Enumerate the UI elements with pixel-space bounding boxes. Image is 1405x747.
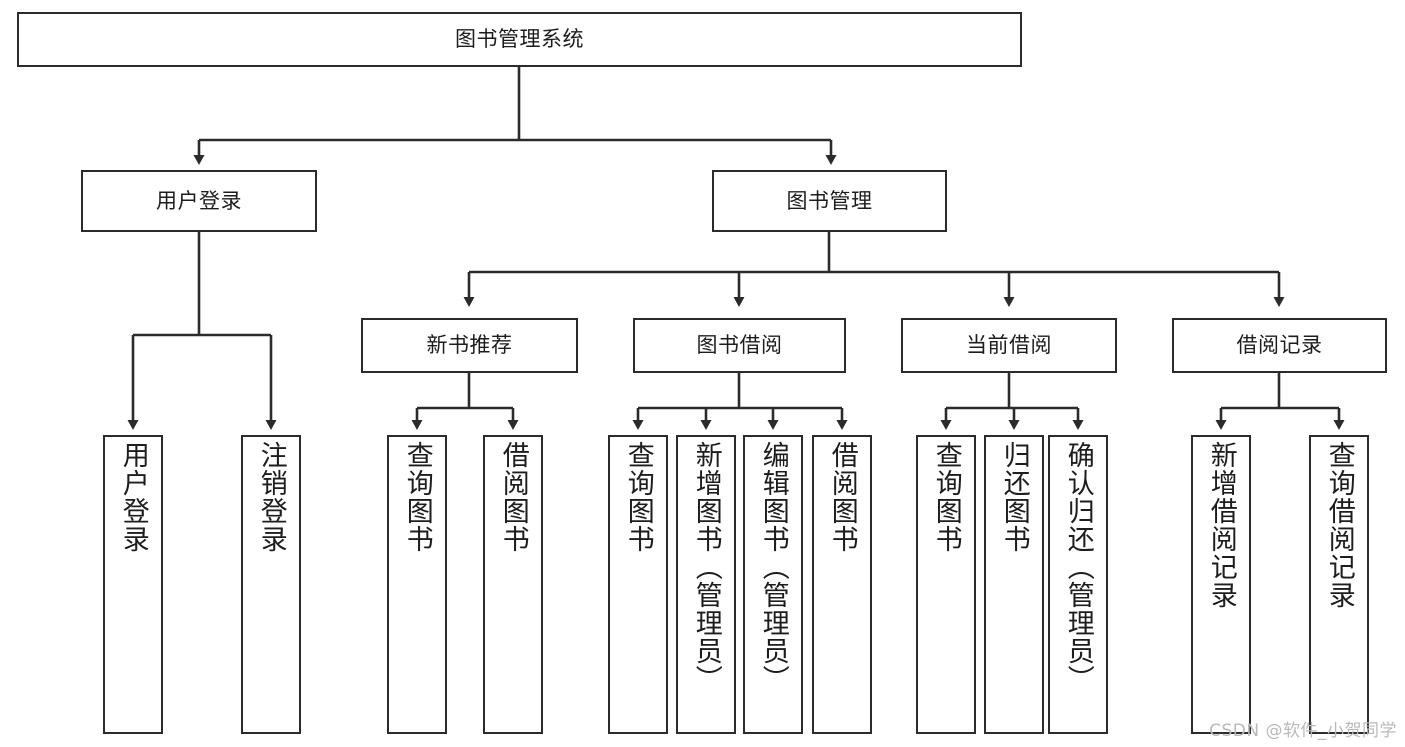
node-label: 借阅记录 — [1236, 333, 1323, 357]
node-label: 新增借阅记录 — [1205, 441, 1237, 609]
node-label: 借阅图书 — [497, 441, 529, 553]
node-label: 新增图书（管理员） — [690, 441, 722, 693]
leaf-query-books-current[interactable]: 查询图书 — [916, 435, 976, 734]
node-label: 用户登录 — [117, 441, 149, 553]
leaf-return-books[interactable]: 归还图书 — [984, 435, 1044, 734]
leaf-borrow-books[interactable]: 借阅图书 — [812, 435, 872, 734]
node-label: 查询图书 — [930, 441, 962, 553]
leaf-edit-book-admin[interactable]: 编辑图书（管理员） — [743, 435, 803, 734]
leaf-query-books-borrow[interactable]: 查询图书 — [608, 435, 668, 734]
leaf-logout[interactable]: 注销登录 — [241, 435, 301, 734]
node-label: 注销登录 — [255, 441, 287, 553]
node-label: 用户登录 — [156, 188, 242, 213]
leaf-borrow-books-recommend[interactable]: 借阅图书 — [483, 435, 543, 734]
node-book-borrowing[interactable]: 图书借阅 — [633, 318, 846, 373]
node-label: 当前借阅 — [966, 333, 1052, 357]
leaf-add-borrow-record[interactable]: 新增借阅记录 — [1191, 435, 1251, 734]
node-label: 查询借阅记录 — [1323, 441, 1355, 609]
node-label: 借阅图书 — [826, 441, 858, 553]
node-user-login[interactable]: 用户登录 — [81, 170, 317, 232]
node-label: 图书管理 — [786, 188, 873, 213]
node-label: 归还图书 — [998, 441, 1030, 553]
leaf-add-book-admin[interactable]: 新增图书（管理员） — [676, 435, 736, 734]
node-label: 确认归还（管理员） — [1062, 441, 1094, 693]
leaf-query-borrow-record[interactable]: 查询借阅记录 — [1309, 435, 1369, 734]
node-label: 新书推荐 — [426, 333, 513, 357]
node-book-management[interactable]: 图书管理 — [712, 170, 947, 232]
node-label: 查询图书 — [622, 441, 654, 553]
node-label: 图书管理系统 — [455, 27, 584, 51]
leaf-query-books-recommend[interactable]: 查询图书 — [387, 435, 447, 734]
node-root-book-management-system[interactable]: 图书管理系统 — [17, 12, 1022, 67]
watermark: CSDN @软件_小贺同学 — [1209, 721, 1397, 741]
leaf-user-login[interactable]: 用户登录 — [103, 435, 163, 734]
node-label: 图书借阅 — [696, 333, 783, 357]
leaf-confirm-return-admin[interactable]: 确认归还（管理员） — [1048, 435, 1108, 734]
node-new-book-recommendation[interactable]: 新书推荐 — [361, 318, 578, 373]
node-label: 编辑图书（管理员） — [757, 441, 789, 693]
node-borrowing-records[interactable]: 借阅记录 — [1172, 318, 1387, 373]
node-label: 查询图书 — [401, 441, 433, 553]
node-current-borrowing[interactable]: 当前借阅 — [901, 318, 1117, 373]
